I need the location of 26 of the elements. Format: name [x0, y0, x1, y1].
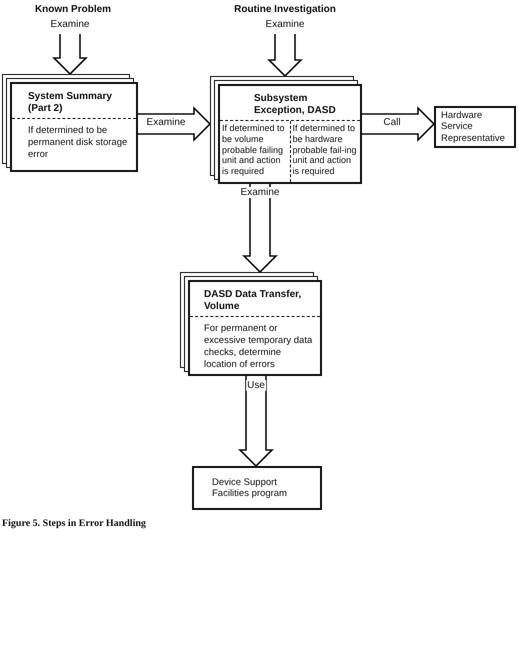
document-stack	[2, 74, 138, 172]
document-stack	[210, 76, 362, 184]
edge-label: Call	[382, 117, 402, 128]
edge-label: Examine	[240, 187, 280, 198]
box-text: If determined to be permanent disk storage error	[27, 124, 128, 162]
process-box	[434, 106, 516, 148]
process-box	[192, 466, 322, 510]
edge-label: Examine	[264, 19, 306, 30]
box-text: Hardware Service Representative	[441, 110, 506, 144]
document-stack	[180, 272, 322, 376]
block-arrow	[267, 33, 303, 78]
column-heading: Routine Investigation	[233, 4, 337, 15]
block-arrow	[238, 375, 274, 468]
box-text: If determined to be volume probable failing unit and action is required	[221, 122, 286, 178]
edge-label: Examine	[50, 19, 90, 30]
box-text: Device Support Facilities program	[212, 476, 288, 500]
box-heading: DASD Data Transfer, Volume	[203, 288, 302, 314]
block-arrow	[52, 33, 88, 76]
figure-caption: Figure 5. Steps in Error Handling	[2, 518, 146, 529]
box-text: If determined to be hardware probable fail-ing unit and action is required	[290, 121, 360, 182]
edge-label: Examine	[146, 117, 186, 128]
edge-label: Use	[246, 380, 266, 391]
box-heading: System Summary (Part 2)	[27, 90, 113, 116]
box-heading: Subsystem Exception, DASD	[253, 92, 337, 118]
column-heading: Known Problem	[34, 4, 112, 15]
box-text: For permanent or excessive temporary data checks, determine location of errors	[203, 322, 314, 372]
